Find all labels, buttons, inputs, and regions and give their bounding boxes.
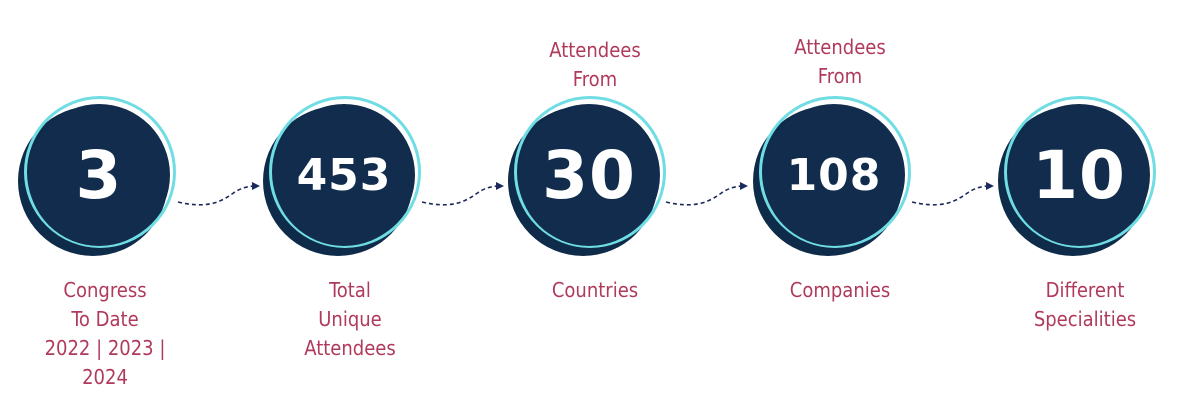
stat-value: 108 — [763, 104, 905, 246]
stat-circle: 10 — [998, 96, 1156, 256]
circle-ring — [514, 96, 666, 248]
stat-value: 10 — [1008, 104, 1150, 246]
dotted-curved-arrow-icon — [421, 182, 504, 206]
stat-value: 3 — [28, 104, 170, 246]
circle-ring — [1004, 96, 1156, 248]
stat-attendees: 453 Total Unique Attendees — [245, 0, 485, 419]
stat-value: 30 — [518, 104, 660, 246]
stat-specialities: 10 Different Specialities — [980, 0, 1200, 419]
stat-countries: Attendees From 30 Countries — [490, 0, 730, 419]
stat-label-above: Attendees From — [794, 35, 886, 88]
circle-ring — [269, 96, 421, 248]
stat-congress: 3 Congress To Date 2022 | 2023 | 2024 — [0, 0, 240, 419]
stat-circle: 453 — [263, 96, 421, 256]
stat-circle: 108 — [753, 96, 911, 256]
circle-ring — [759, 96, 911, 248]
dotted-curved-arrow-icon — [177, 182, 260, 206]
stat-circle: 30 — [508, 96, 666, 256]
stat-label-below: Companies — [789, 278, 891, 302]
stat-value: 453 — [273, 104, 415, 246]
dotted-curved-arrow-icon — [665, 182, 748, 206]
stat-label-below: Congress To Date 2022 | 2023 | 2024 — [44, 278, 166, 389]
stat-label-below: Total Unique Attendees — [304, 278, 396, 360]
stat-circle: 3 — [18, 96, 176, 256]
stat-companies: Attendees From 108 Companies — [735, 0, 975, 419]
stat-label-below: Different Specialities — [1033, 278, 1137, 331]
dotted-curved-arrow-icon — [911, 182, 994, 206]
stat-label-above: Attendees From — [549, 38, 641, 91]
circle-ring — [24, 96, 176, 248]
stat-label-below: Countries — [551, 278, 639, 302]
